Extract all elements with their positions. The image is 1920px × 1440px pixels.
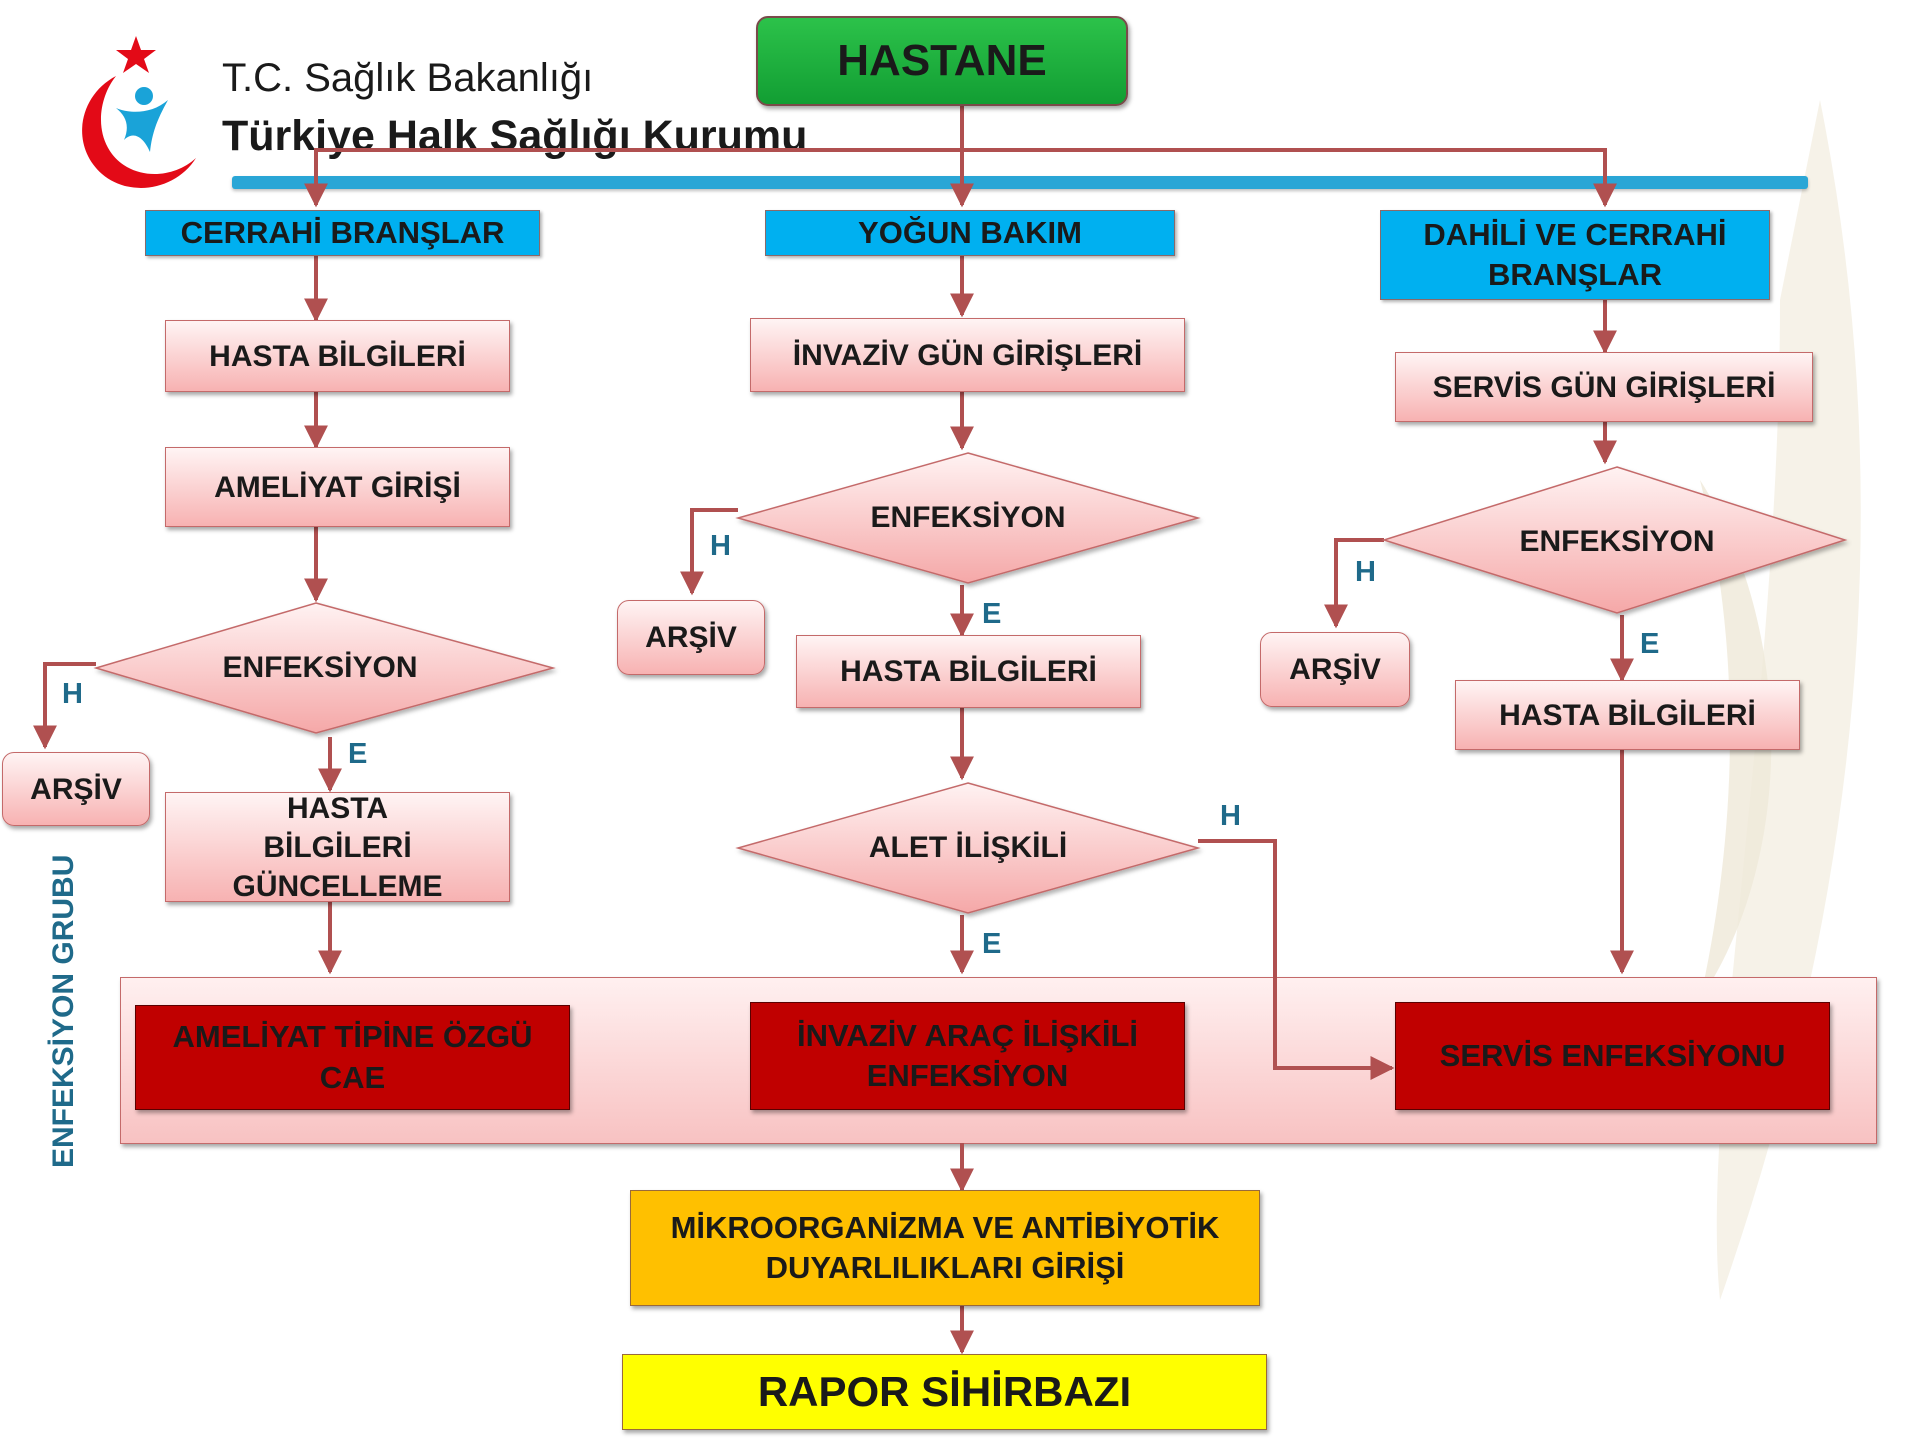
icu-patient-info: HASTA BİLGİLERİ <box>796 635 1141 708</box>
group-ward-infection: SERVİS ENFEKSİYONU <box>1395 1002 1830 1110</box>
device-yes-label: E <box>982 928 1002 960</box>
icu-archive: ARŞİV <box>617 600 765 675</box>
branch-icu: YOĞUN BAKIM <box>765 210 1175 256</box>
icu-decision-diamond <box>735 452 1201 584</box>
internal-decision-label: ENFEKSİYON <box>1519 525 1715 558</box>
internal-patient-info: HASTA BİLGİLERİ <box>1455 680 1800 750</box>
branch-internal: DAHİLİ VE CERRAHİ BRANŞLAR <box>1380 210 1770 300</box>
icu-no-label: H <box>710 530 731 562</box>
microorganism-antibiotic-entry: MİKROORGANİZMA VE ANTİBİYOTİK DUYARLILIK… <box>630 1190 1260 1306</box>
ministry-logo-icon <box>82 36 196 188</box>
icu-decision-label: ENFEKSİYON <box>870 501 1066 534</box>
connector-device-no <box>1198 839 1395 1080</box>
surgical-decision-diamond <box>93 602 556 734</box>
surgical-patient-info: HASTA BİLGİLERİ <box>165 320 510 392</box>
surgical-decision-label: ENFEKSİYON <box>222 651 418 684</box>
internal-yes-label: E <box>1640 628 1660 660</box>
device-no-label: H <box>1220 800 1241 832</box>
internal-no-label: H <box>1355 556 1376 588</box>
group-device-associated-infection: İNVAZİV ARAÇ İLİŞKİLİ ENFEKSİYON <box>750 1002 1185 1110</box>
surgical-yes-label: E <box>348 738 368 770</box>
connector-s-no <box>33 662 96 750</box>
root-hastane: HASTANE <box>756 16 1128 106</box>
icu-invasive-day-entry: İNVAZİV GÜN GİRİŞLERİ <box>750 318 1185 392</box>
surgical-archive: ARŞİV <box>2 752 150 826</box>
connector-d-no <box>1324 538 1384 629</box>
surgical-patient-update: HASTA BİLGİLERİ GÜNCELLEME <box>165 792 510 903</box>
branch-surgical: CERRAHİ BRANŞLAR <box>145 210 540 256</box>
internal-decision-diamond <box>1381 466 1848 614</box>
device-decision-label: ALET İLİŞKİLİ <box>868 831 1068 864</box>
connector-i-no <box>680 508 738 596</box>
group-surgical-site-infection: AMELİYAT TİPİNE ÖZGÜ CAE <box>135 1005 570 1110</box>
connector-root-surgical <box>304 148 962 208</box>
surgical-operation-entry: AMELİYAT GİRİŞİ <box>165 447 510 527</box>
surgical-no-label: H <box>62 678 83 710</box>
report-wizard: RAPOR SİHİRBAZI <box>622 1354 1267 1430</box>
infection-group-label: ENFEKSİYON GRUBU <box>47 854 80 1168</box>
connector-root-internal <box>962 148 1617 208</box>
icu-yes-label: E <box>982 598 1002 630</box>
internal-archive: ARŞİV <box>1260 632 1410 707</box>
internal-ward-day-entry: SERVİS GÜN GİRİŞLERİ <box>1395 352 1813 422</box>
device-decision-diamond <box>735 782 1201 914</box>
header-rule <box>232 176 1808 189</box>
ministry-title: T.C. Sağlık Bakanlığı <box>222 56 594 100</box>
